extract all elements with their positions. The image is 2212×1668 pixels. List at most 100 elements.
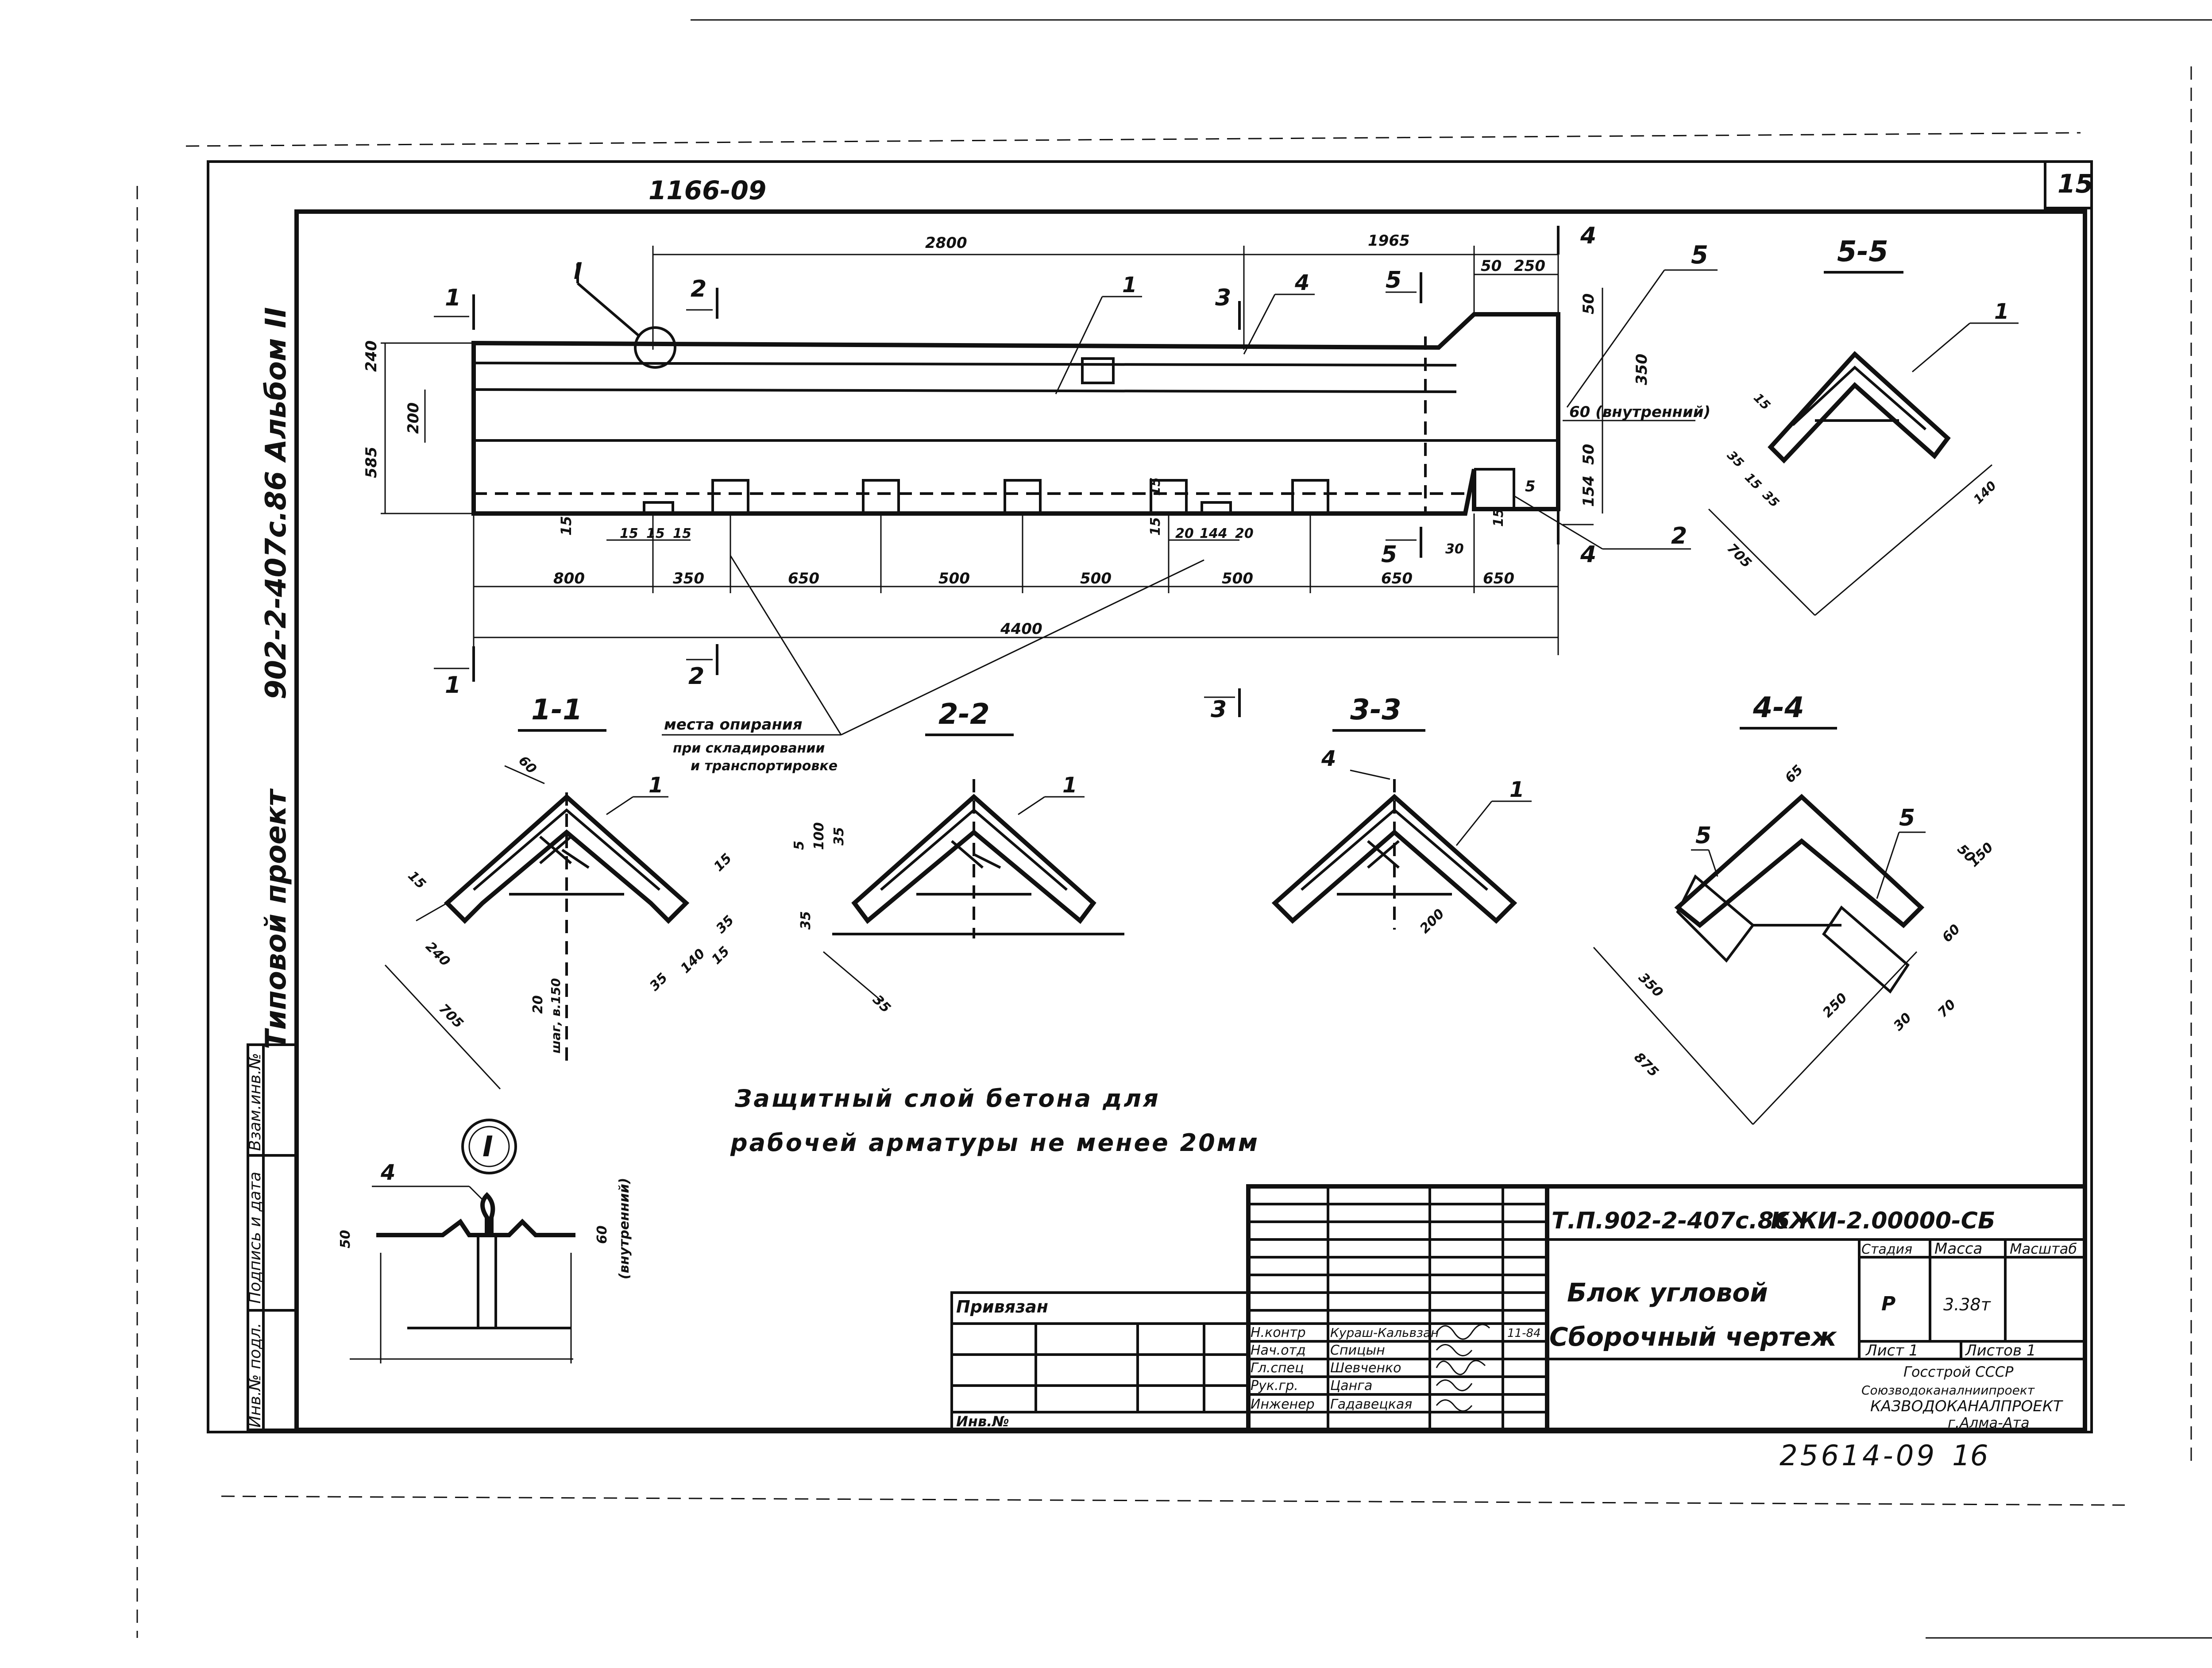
scan-edge-marks bbox=[136, 19, 2212, 1639]
plan-callout-2: 2 bbox=[1671, 523, 1687, 549]
plan-dim-left-3: 585 bbox=[363, 447, 380, 478]
side-stamp: Инв.№ подл. Подпись и дата Взам.инв.№ bbox=[246, 1043, 298, 1431]
plan-dim-small-1: 15 bbox=[558, 516, 575, 536]
plan-section-mark-3b: 3 bbox=[1211, 696, 1227, 723]
plan-dim-small-3: 15 bbox=[646, 526, 665, 541]
section-4-4-title: 4-4 bbox=[1753, 691, 1804, 724]
plan-dim-small-8: 144 bbox=[1200, 526, 1228, 541]
stage-value: Р bbox=[1881, 1293, 1895, 1315]
plan-support-note-3: и транспортировке bbox=[691, 758, 838, 774]
section-5-5-title: 5-5 bbox=[1837, 236, 1888, 268]
plan-section-mark-4b: 4 bbox=[1580, 541, 1596, 568]
section-5-5-dim-5: 705 bbox=[1724, 541, 1754, 571]
section-4-4-dim-8: 70 bbox=[1935, 996, 1959, 1020]
plan-support-note-1: места опирания bbox=[664, 716, 803, 734]
name-1: Кураш-Кальвзан bbox=[1330, 1325, 1439, 1340]
plan-section-mark-1b: 1 bbox=[445, 672, 461, 699]
section-2-2-dim-5: 35 bbox=[869, 992, 893, 1016]
section-4-4-dim-9: 30 bbox=[1891, 1010, 1915, 1034]
plan-dim-bottom-5: 500 bbox=[1080, 570, 1112, 587]
section-2-2-dim-1: 5 bbox=[791, 841, 807, 850]
plan-dim-small-5: 15 bbox=[1148, 517, 1163, 536]
section-3-3-callout-4: 4 bbox=[1321, 746, 1336, 771]
section-2-2-dim-3: 35 bbox=[831, 827, 847, 846]
plan-dim-small-11: 30 bbox=[1445, 541, 1464, 557]
section-5-5: 5-5 1 15 35 15 35 705 140 bbox=[1708, 236, 2019, 616]
plan-view: I 2800 1965 50 250 240 200 585 50 350 60… bbox=[363, 223, 1718, 774]
section-1-1-dim-6: шаг, в.150 bbox=[548, 978, 563, 1054]
org-2: Союзводоканалниипроект bbox=[1861, 1383, 2035, 1398]
section-3-3-dim-1: 200 bbox=[1417, 906, 1448, 937]
side-stamp-cell-1: Инв.№ подл. bbox=[246, 1323, 264, 1428]
outer-frame bbox=[207, 160, 2093, 1433]
sheets-value: Листов 1 bbox=[1965, 1342, 2036, 1359]
plan-section-mark-1a: 1 bbox=[445, 285, 461, 311]
section-3-3: 3-3 4 1 200 bbox=[1271, 694, 1532, 937]
plan-dim-small-4: 15 bbox=[673, 526, 691, 541]
plan-dim-small-2: 15 bbox=[620, 526, 638, 541]
section-4-4-dim-3: 875 bbox=[1631, 1050, 1661, 1080]
section-4-4-dim-4: 250 bbox=[1820, 990, 1850, 1021]
section-4-4-dim-6: 150 bbox=[1966, 840, 1996, 870]
role-4: Рук.гр. bbox=[1251, 1378, 1298, 1394]
section-5-5-dim-3: 15 bbox=[1742, 470, 1764, 493]
plan-dim-bottom-7: 650 bbox=[1381, 570, 1413, 587]
plan-callout-1: 1 bbox=[1122, 273, 1137, 297]
section-1-1-dim-4: 705 bbox=[436, 1001, 466, 1031]
role-1: Н.контр bbox=[1251, 1325, 1306, 1340]
plan-section-mark-5b: 5 bbox=[1381, 541, 1397, 568]
sheet-value: Лист 1 bbox=[1865, 1342, 1919, 1359]
inv-no-label: Инв.№ bbox=[956, 1413, 1009, 1430]
section-4-4-dim-1: 65 bbox=[1782, 762, 1806, 786]
section-2-2-dim-2: 100 bbox=[811, 822, 827, 850]
plan-dim-right-3: 60 (внутренний) bbox=[1569, 403, 1710, 421]
mass-value: 3.38т bbox=[1943, 1295, 1992, 1314]
detail-dim-3: (внутренний) bbox=[617, 1178, 632, 1279]
name-5: Гадавецкая bbox=[1330, 1397, 1412, 1412]
plan-dim-left-2: 200 bbox=[405, 402, 422, 434]
section-1-1-dim-3: 240 bbox=[422, 939, 453, 969]
side-stamp-cell-3: Взам.инв.№ bbox=[246, 1053, 264, 1151]
section-1-1-dim-11: 35 bbox=[713, 912, 737, 936]
plan-dim-right-4: 50 bbox=[1580, 444, 1598, 465]
section-2-2: 2-2 1 5 100 35 35 35 bbox=[791, 698, 1124, 1016]
section-1-1-dim-1: 60 bbox=[515, 753, 539, 777]
footer-stamp-number: 25614-09 bbox=[1780, 1440, 1937, 1472]
role-5: Инженер bbox=[1251, 1397, 1315, 1412]
section-5-5-dim-1: 15 bbox=[1751, 390, 1773, 413]
sheet-number: 15 bbox=[2058, 169, 2093, 199]
plan-dim-bottom-8: 650 bbox=[1483, 570, 1514, 587]
section-5-5-dim-2: 35 bbox=[1724, 448, 1747, 471]
section-4-4-callout-5a: 5 bbox=[1695, 822, 1711, 849]
section-2-2-dim-4: 35 bbox=[798, 911, 814, 930]
plan-dim-right-6: 5 bbox=[1525, 478, 1536, 495]
detail-callout: 4 bbox=[380, 1160, 395, 1185]
detail-mark: I bbox=[483, 1131, 493, 1163]
top-code: 1166-09 bbox=[649, 175, 766, 205]
plan-section-mark-4a: 4 bbox=[1580, 223, 1596, 249]
section-4-4-dim-2: 350 bbox=[1635, 970, 1666, 1000]
section-4-4-callout-5b: 5 bbox=[1899, 805, 1915, 831]
section-1-1-dim-8: 140 bbox=[678, 946, 708, 977]
section-1-1-title: 1-1 bbox=[531, 694, 583, 726]
section-1-1-dim-5: 20 bbox=[530, 995, 546, 1014]
name-2: Спицын bbox=[1330, 1343, 1385, 1358]
section-1-1-dim-7: 35 bbox=[647, 970, 671, 994]
plan-dim-top-1: 2800 bbox=[925, 234, 967, 252]
sheet-number-box bbox=[2044, 160, 2093, 209]
plan-dim-bottom-1: 800 bbox=[553, 570, 585, 587]
section-1-1-callout: 1 bbox=[649, 773, 663, 798]
section-5-5-dim-4: 35 bbox=[1760, 488, 1782, 510]
block-name-1: Блок угловой bbox=[1567, 1278, 1768, 1308]
scale-header: Масштаб bbox=[2010, 1240, 2077, 1257]
role-3: Гл.спец bbox=[1251, 1360, 1304, 1376]
plan-dim-top-2: 1965 bbox=[1368, 232, 1410, 250]
name-4: Цанга bbox=[1330, 1378, 1372, 1394]
doc-code: Т.П.902-2-407с.86 bbox=[1552, 1208, 1790, 1234]
section-3-3-callout-1: 1 bbox=[1509, 777, 1524, 802]
note-line-1: Защитный слой бетона для bbox=[734, 1085, 1160, 1112]
mass-header: Масса bbox=[1934, 1240, 1982, 1258]
plan-dim-bottom-3: 650 bbox=[788, 570, 819, 587]
plan-dim-right-2: 350 bbox=[1633, 354, 1651, 385]
